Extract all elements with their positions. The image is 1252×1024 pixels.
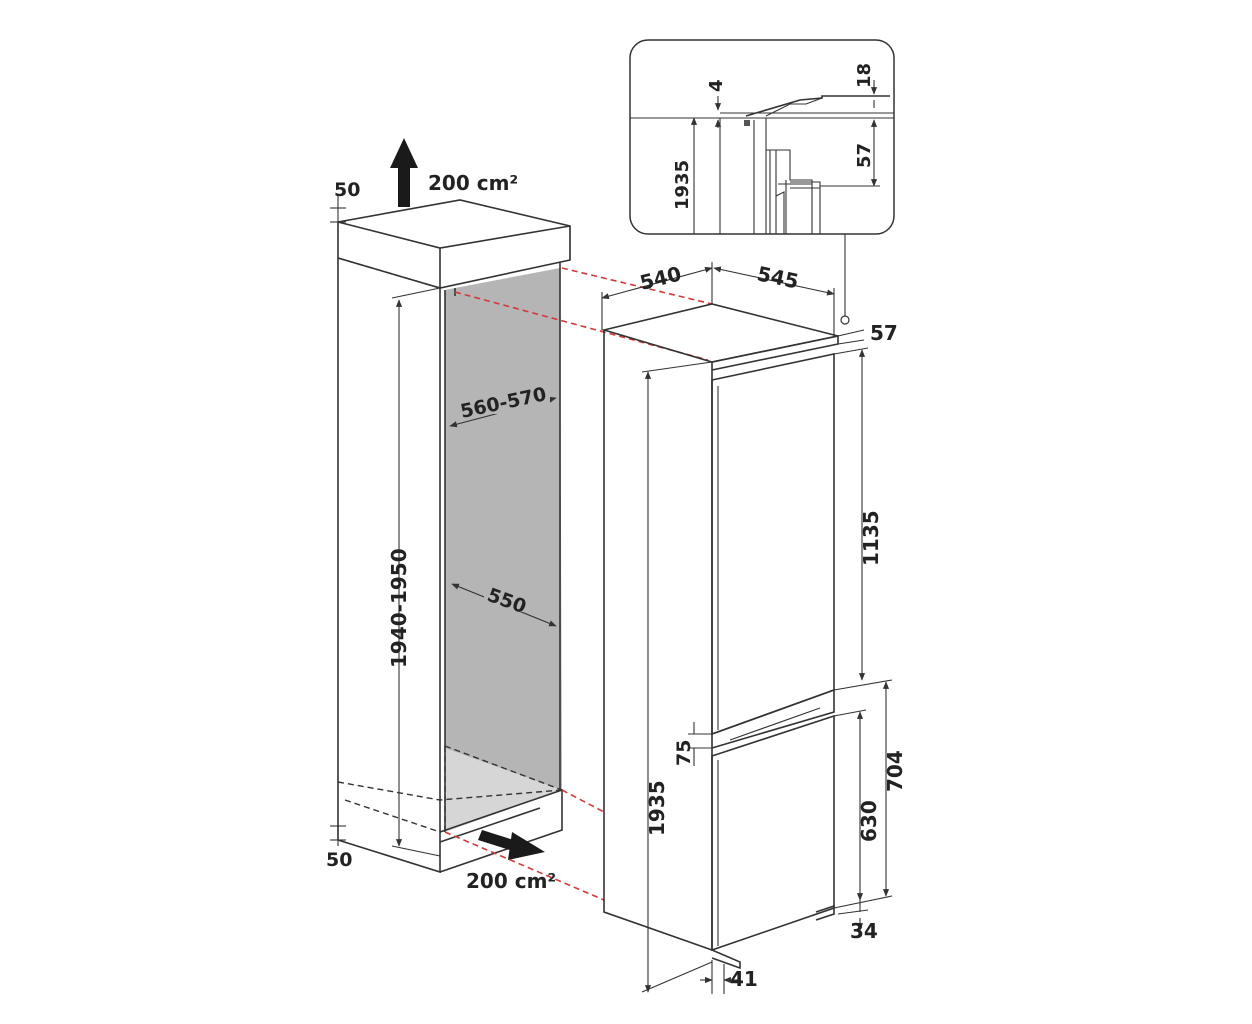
bottom-offset-label: 34 [850, 919, 878, 943]
vent-bottom-arrow-icon [478, 830, 545, 860]
top-offset-label: 57 [870, 321, 898, 345]
detail-18-label: 18 [854, 63, 875, 88]
appliance-body [600, 303, 839, 970]
foot-offset-dimension [700, 960, 738, 994]
vent-top-label: 200 cm² [428, 171, 518, 195]
gap-bottom-label: 50 [326, 849, 352, 871]
appliance-height-dimension [641, 361, 713, 993]
appliance-width-label: 545 [755, 261, 801, 293]
appliance-depth-label: 540 [637, 261, 683, 294]
top-offset-dimension [837, 232, 865, 345]
lower-section-dimension [833, 681, 893, 909]
detail-inset [629, 39, 895, 235]
lower-section-label: 704 [883, 750, 907, 792]
lower-door-label: 630 [857, 800, 881, 842]
niche-cabinet [337, 199, 571, 874]
gap-bottom-dimension [330, 824, 346, 846]
gap-top-label: 50 [334, 179, 360, 201]
niche-height-dimension [391, 287, 441, 857]
vent-top-arrow-icon [390, 138, 418, 207]
door-gap-dimension [688, 722, 712, 766]
detail-gap-4-label: 4 [706, 79, 727, 92]
door-gap-label: 75 [673, 740, 695, 766]
vent-bottom-label: 200 cm² [466, 869, 556, 893]
alignment-guides [444, 267, 713, 901]
appliance-height-label: 1935 [645, 780, 669, 836]
lower-door-dimension [833, 709, 867, 901]
gap-top-dimension [330, 196, 346, 223]
bottom-offset-dimension [837, 900, 869, 931]
appliance-depth-dimension [601, 262, 713, 330]
niche-height-label: 1940-1950 [387, 548, 411, 668]
niche-back-panel [445, 268, 562, 832]
upper-door-label: 1135 [859, 510, 883, 566]
upper-door-dimension [833, 347, 893, 691]
niche-floor [445, 748, 562, 832]
foot-offset-label: 41 [730, 967, 758, 991]
appliance-width-dimension [713, 266, 835, 336]
detail-57-label: 57 [854, 143, 875, 168]
detail-1935-label: 1935 [672, 160, 693, 210]
